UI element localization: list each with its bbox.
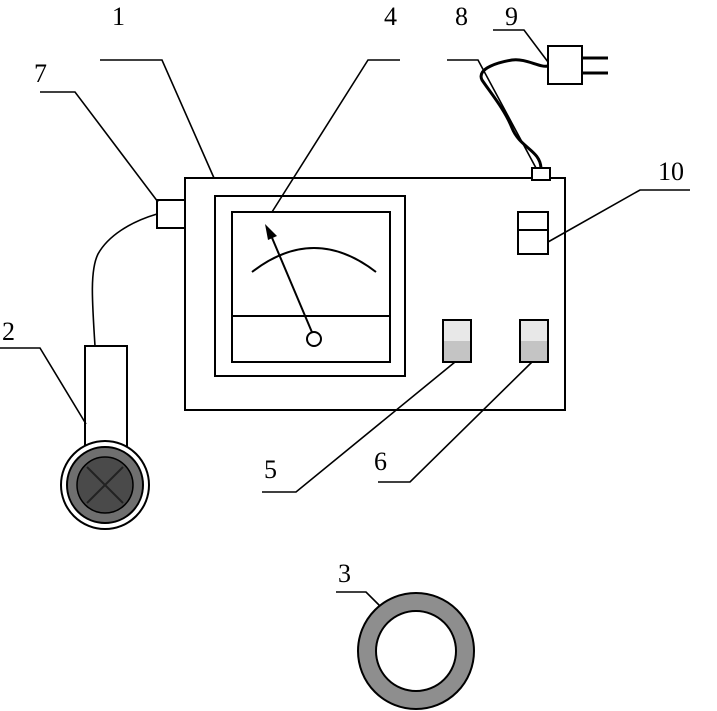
label-2: 2	[2, 317, 15, 346]
meter-pivot	[306, 331, 322, 347]
power-plug	[547, 45, 608, 85]
label-7: 7	[34, 59, 47, 88]
label-3: 3	[338, 559, 351, 588]
label-1: 1	[112, 2, 125, 31]
label-5: 5	[264, 455, 277, 484]
probe-connector	[156, 199, 186, 229]
leader-9	[493, 29, 549, 63]
label-4: 4	[384, 2, 397, 31]
probe-cable	[91, 213, 158, 347]
leader-1	[100, 59, 215, 179]
leader-4	[271, 59, 400, 213]
leader-3	[336, 591, 381, 607]
meter-panel-inner	[231, 211, 391, 363]
leader-7	[40, 91, 159, 203]
leader-6	[378, 361, 533, 483]
cable-entry	[531, 167, 551, 181]
probe-head	[60, 440, 150, 530]
leader-10	[547, 189, 690, 243]
switch-10	[517, 211, 549, 255]
leader-lines	[0, 29, 690, 607]
label-6: 6	[374, 447, 387, 476]
meter-pointer-arrowhead	[265, 224, 277, 240]
instrument-housing	[184, 177, 566, 411]
label-8: 8	[455, 2, 468, 31]
label-10: 10	[658, 157, 684, 186]
knob-6	[519, 319, 549, 363]
leader-8	[447, 59, 537, 169]
power-cable	[479, 58, 549, 169]
knob-5	[442, 319, 472, 363]
meter-panel-outer	[214, 195, 406, 377]
meter-pointer	[269, 232, 315, 338]
leader-2	[0, 347, 87, 425]
label-9: 9	[505, 2, 518, 31]
ring-part-3	[357, 592, 475, 710]
leader-5	[262, 361, 456, 493]
meter-scale-arc	[251, 247, 377, 273]
